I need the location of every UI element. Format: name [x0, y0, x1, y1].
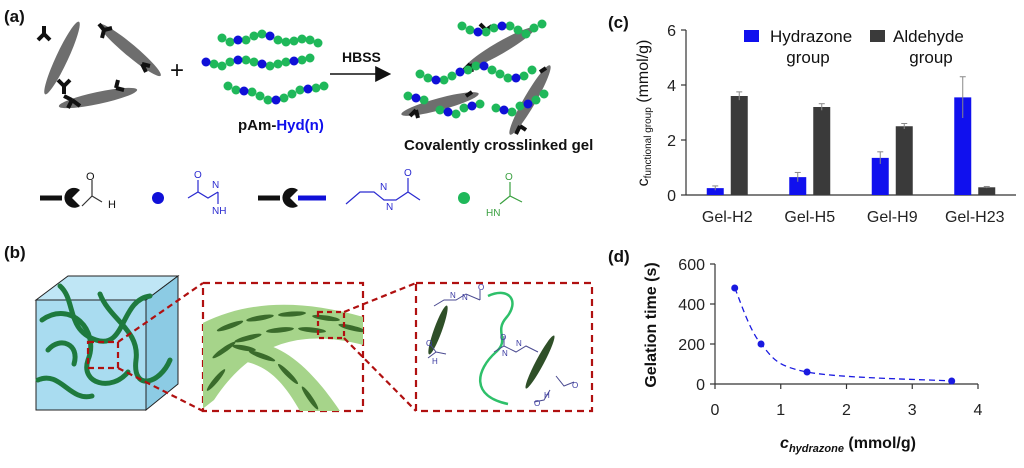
- svg-text:O: O: [534, 399, 540, 408]
- svg-text:N: N: [212, 180, 219, 191]
- svg-text:cfunctional group (mmol/g): cfunctional group (mmol/g): [635, 40, 654, 187]
- x-tick-label: 4: [974, 402, 983, 419]
- amide-structure-icon: O HN: [486, 172, 523, 219]
- x-tick-label: Gel-H5: [784, 209, 835, 226]
- svg-text:HN: HN: [486, 208, 500, 219]
- bar: [978, 187, 996, 195]
- svg-text:N: N: [450, 291, 456, 300]
- hydrazone-bond-icon: [258, 187, 326, 208]
- y-axis-unit: (mmol/g): [635, 40, 652, 108]
- fiber-zoom-box: [201, 281, 365, 413]
- scatter-chart: 0 200 400 600 0 1 2 3 4: [678, 257, 982, 419]
- legend-label-aldehyde: Aldehyde: [893, 27, 964, 46]
- panel-a-label: (a): [4, 7, 25, 26]
- product-label: Covalently crosslinked gel: [404, 137, 593, 154]
- polymer-pam-hyd: [201, 29, 329, 105]
- x-tick-label: 2: [842, 402, 851, 419]
- svg-text:H: H: [544, 391, 550, 400]
- aldehyde-nanocrystal: [58, 79, 138, 109]
- aldehyde-nanocrystal: [36, 21, 80, 95]
- y-tick-label: 600: [678, 257, 705, 274]
- bar: [789, 177, 807, 195]
- symbol-legend: O H O N NH N N O: [40, 168, 523, 219]
- svg-text:O: O: [572, 381, 578, 390]
- x-axis-unit: (mmol/g): [844, 435, 916, 452]
- bar: [730, 96, 748, 195]
- bar: [706, 188, 724, 195]
- y-tick-label: 0: [696, 377, 705, 394]
- x-tick-label: 1: [776, 402, 785, 419]
- svg-text:N: N: [380, 182, 387, 193]
- svg-text:O: O: [86, 171, 95, 183]
- hydrazide-bead-icon: [152, 192, 164, 204]
- x-tick-label: 0: [711, 402, 720, 419]
- legend-swatch-aldehyde: [870, 30, 885, 42]
- reagent-label: pAm-Hyd(n): [238, 117, 324, 134]
- legend-label-aldehyde-2: group: [909, 48, 952, 67]
- plus-sign: +: [170, 57, 184, 84]
- crosslinked-gel: [401, 19, 551, 135]
- y-tick-label: 4: [667, 78, 676, 95]
- x-axis-sub: hydrazone: [789, 443, 844, 455]
- y-axis-label-c: cfunctional group (mmol/g): [635, 40, 654, 187]
- legend-swatch-hydrazone: [744, 30, 759, 42]
- hydrogel-cube: [34, 275, 180, 412]
- data-point: [803, 368, 811, 376]
- bar: [813, 107, 831, 195]
- panel-c: (c) cfunctional group (mmol/g) 0 2 4 6Gel-H…: [608, 13, 1016, 226]
- x-axis-main: c: [780, 435, 789, 452]
- y-axis-label-d: Gelation time (s): [643, 262, 660, 387]
- aldehyde-group-icon: O H: [40, 171, 116, 211]
- bar: [895, 126, 913, 195]
- x-axis-label-d: chydrazone (mmol/g): [780, 435, 916, 455]
- y-axis-main: c: [635, 178, 652, 186]
- fit-line: [734, 287, 952, 382]
- y-axis-sub: functional group: [643, 107, 654, 179]
- bar: [954, 97, 972, 195]
- y-tick-label: 200: [678, 337, 705, 354]
- data-point: [731, 284, 739, 292]
- panel-b: (b): [4, 243, 594, 413]
- svg-text:N: N: [386, 202, 393, 213]
- legend-label-hydrazone-2: group: [786, 48, 829, 67]
- svg-text:N: N: [462, 293, 468, 302]
- svg-text:O: O: [404, 168, 412, 179]
- legend-label-hydrazone: Hydrazone: [770, 27, 852, 46]
- data-point: [757, 340, 765, 348]
- x-tick-label: Gel-H2: [702, 209, 753, 226]
- x-tick-label: Gel-H9: [867, 209, 918, 226]
- y-tick-label: 2: [667, 133, 676, 150]
- panel-c-label: (c): [608, 13, 629, 32]
- svg-text:O: O: [505, 172, 513, 183]
- y-tick-label: 0: [667, 188, 676, 205]
- svg-text:N: N: [516, 339, 522, 348]
- bar: [871, 157, 889, 195]
- panel-b-label: (b): [4, 243, 26, 262]
- panel-a: (a) +: [4, 7, 593, 219]
- aldehyde-nanocrystal: [97, 22, 161, 77]
- y-tick-label: 6: [667, 23, 676, 40]
- hydrazide-structure-icon: O N NH: [187, 170, 226, 217]
- svg-text:N: N: [502, 349, 508, 358]
- svg-text:H: H: [108, 199, 116, 211]
- svg-text:NH: NH: [212, 206, 226, 217]
- x-tick-label: 3: [908, 402, 917, 419]
- svg-text:O: O: [426, 339, 432, 348]
- panel-d: (d) Gelation time (s) chydrazone (mmol/g…: [608, 247, 983, 455]
- svg-text:O: O: [478, 283, 484, 292]
- svg-text:O: O: [194, 170, 202, 181]
- hydrazone-structure-icon: N N O: [345, 168, 421, 213]
- x-tick-label: Gel-H23: [945, 209, 1005, 226]
- y-tick-label: 400: [678, 297, 705, 314]
- panel-d-label: (d): [608, 247, 630, 266]
- svg-text:O: O: [500, 333, 506, 342]
- legend: Hydrazone group Aldehyde group: [744, 27, 964, 67]
- acrylamide-bead-icon: [458, 192, 470, 204]
- data-point: [948, 377, 956, 385]
- svg-text:H: H: [432, 357, 438, 366]
- arrow-label: HBSS: [342, 49, 381, 65]
